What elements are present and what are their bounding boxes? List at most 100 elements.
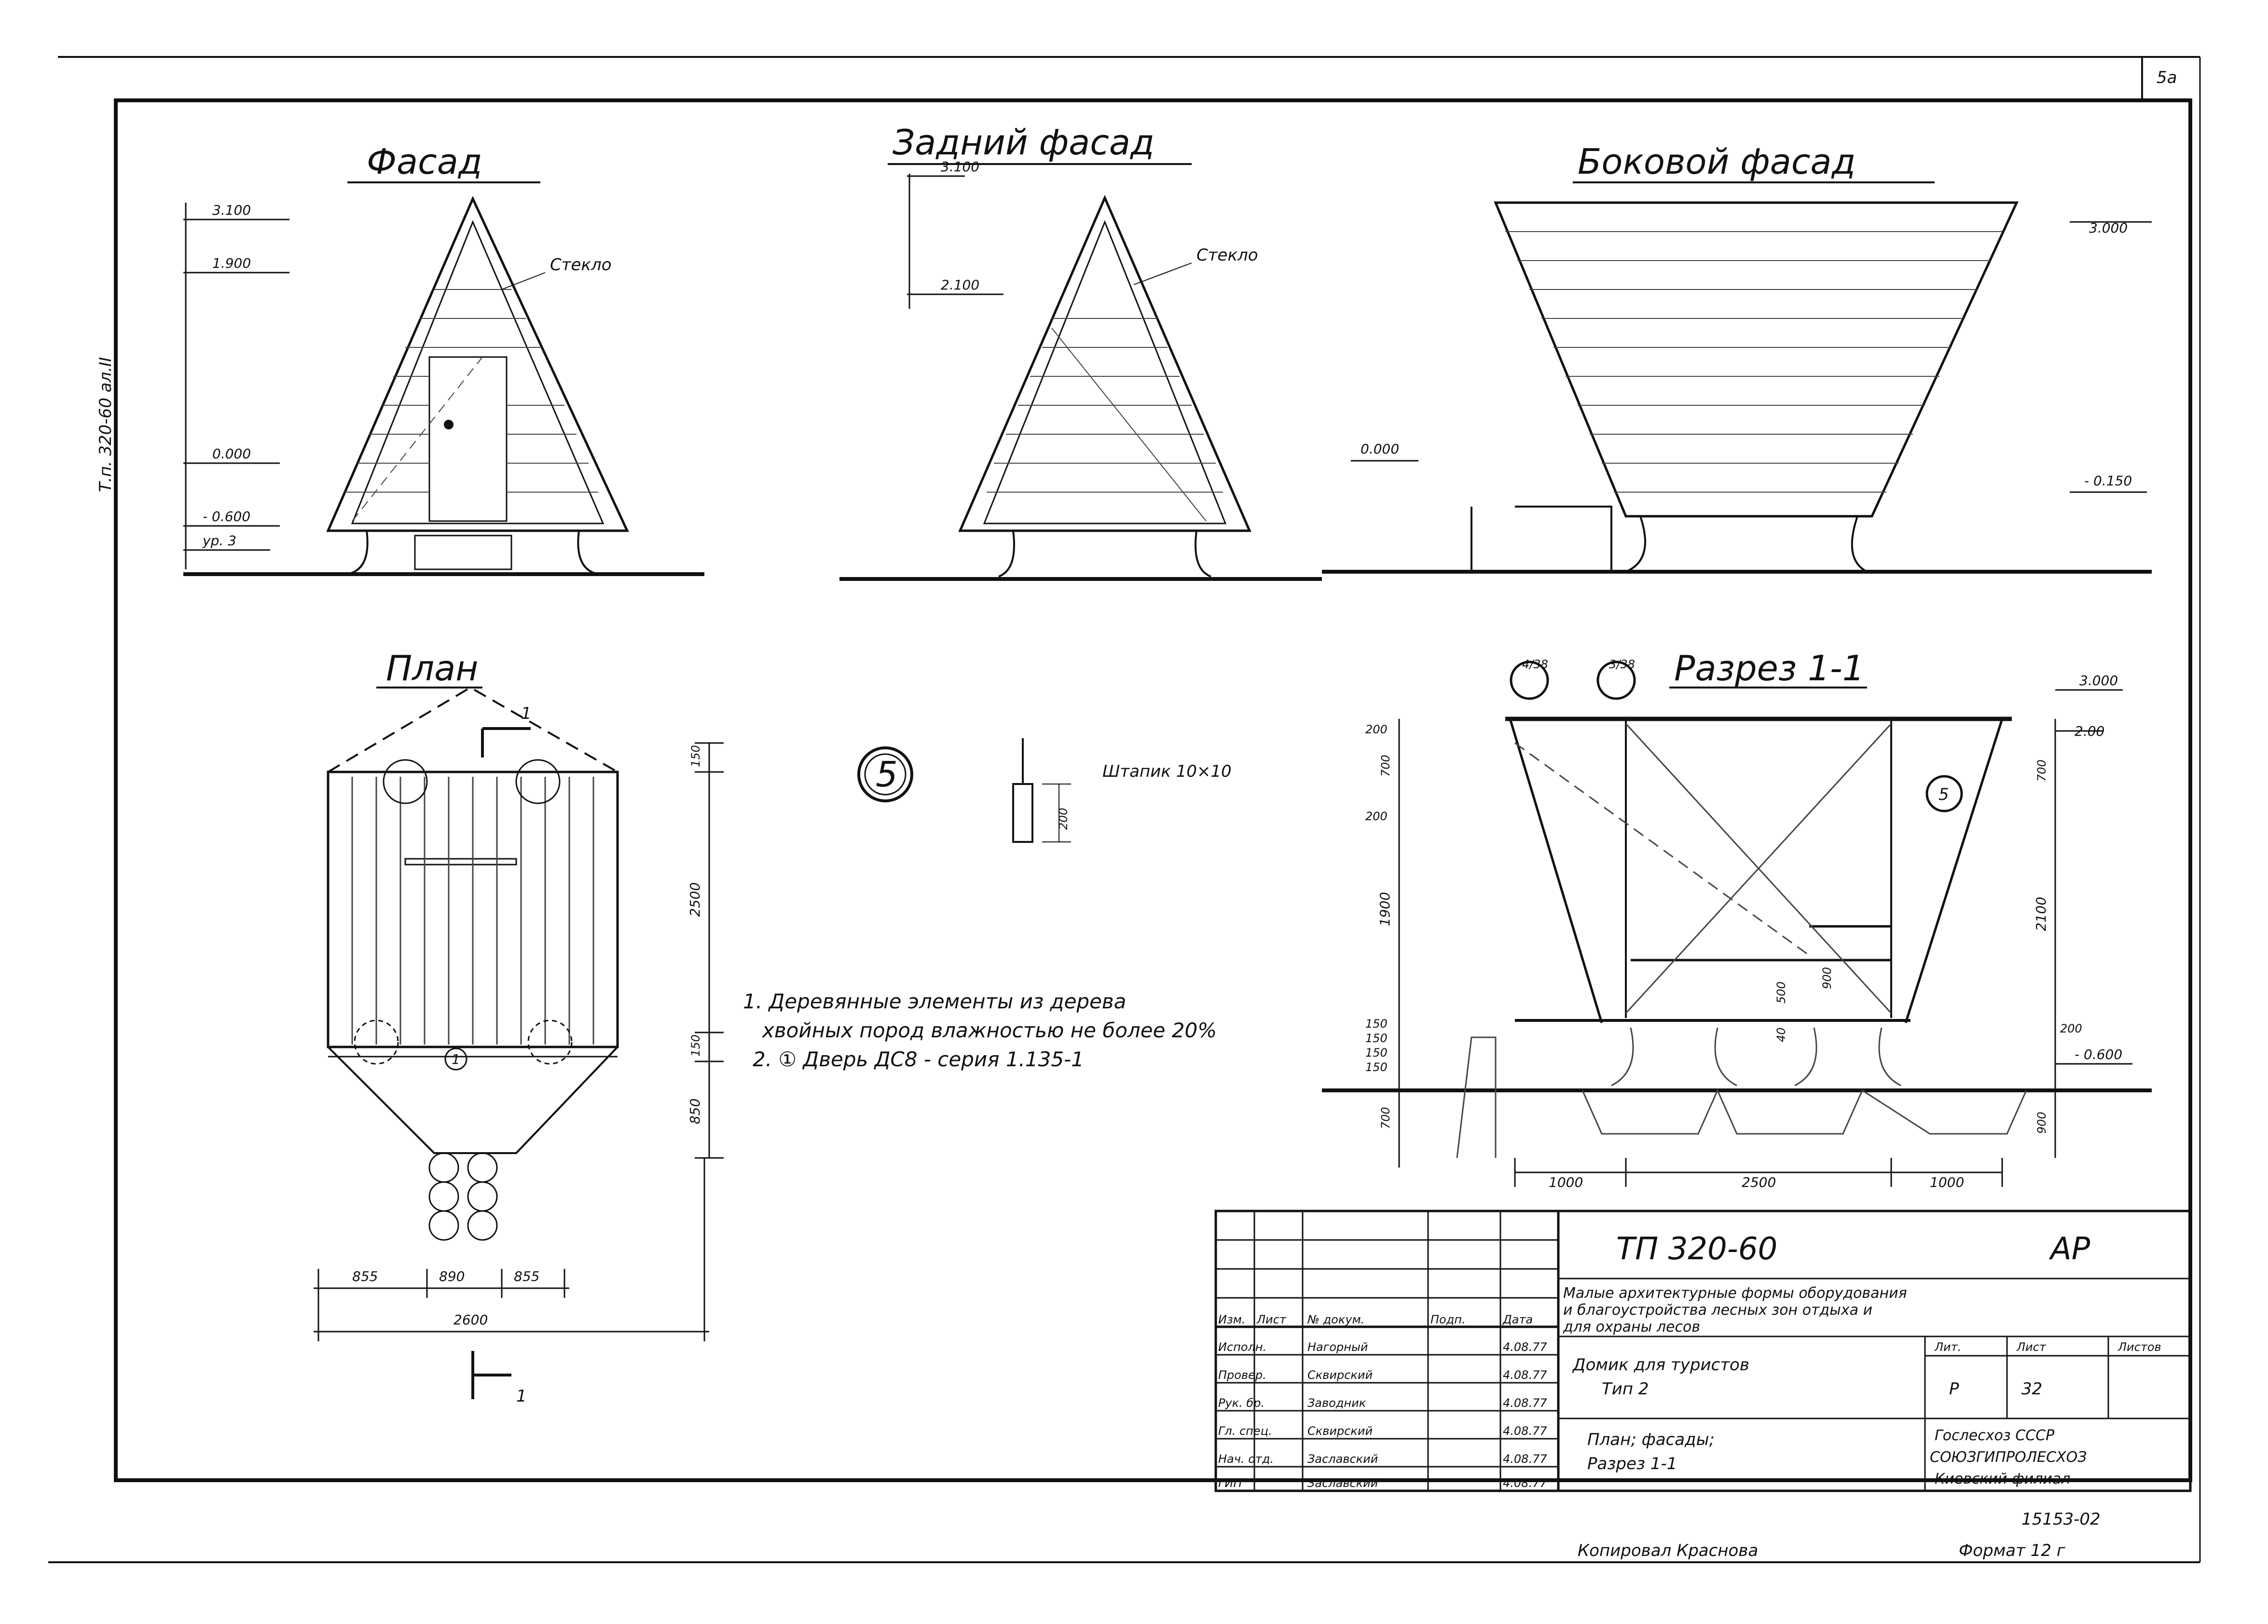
- plan-door-mark: 1: [452, 1051, 460, 1067]
- detail-label: Штапик 10×10: [1102, 762, 1232, 781]
- title-block: Изм. Лист № докум. Подп. Дата Исполн. На…: [1214, 1210, 2192, 1492]
- svg-text:2600: 2600: [454, 1312, 488, 1328]
- svg-text:150: 150: [1365, 1046, 1388, 1060]
- svg-text:Нагорный: Нагорный: [1307, 1340, 1368, 1354]
- svg-text:150: 150: [1365, 1017, 1388, 1031]
- svg-text:Исполн.: Исполн.: [1218, 1340, 1266, 1354]
- plan-cut-mark-top: 1: [521, 704, 532, 723]
- svg-text:4.08.77: 4.08.77: [1503, 1424, 1547, 1438]
- svg-text:700: 700: [2035, 759, 2048, 782]
- svg-text:0.000: 0.000: [212, 446, 251, 462]
- sheet-number: 5a: [2157, 68, 2177, 87]
- svg-text:Домик для туристов: Домик для туристов: [1572, 1355, 1749, 1375]
- svg-text:900: 900: [2035, 1112, 2048, 1134]
- rear-glass-label: Стекло: [1196, 246, 1258, 265]
- svg-text:0.000: 0.000: [1361, 441, 1399, 457]
- plan-view: План 1 1: [314, 648, 724, 1406]
- svg-text:и благоустройства лесных зон о: и благоустройства лесных зон отдыха и: [1563, 1302, 1872, 1319]
- svg-text:4/38: 4/38: [1522, 658, 1548, 671]
- svg-text:Киевский филиал: Киевский филиал: [1935, 1471, 2070, 1487]
- plan-title: План: [386, 648, 478, 688]
- svg-text:200: 200: [1365, 810, 1388, 823]
- svg-text:№ докум.: № докум.: [1306, 1313, 1364, 1326]
- copied-by: Копировал Краснова: [1578, 1541, 1758, 1560]
- svg-text:1000: 1000: [1549, 1174, 1583, 1190]
- svg-text:План; фасады;: План; фасады;: [1587, 1430, 1715, 1449]
- svg-text:4.08.77: 4.08.77: [1503, 1452, 1547, 1466]
- svg-text:2.00: 2.00: [2075, 723, 2104, 739]
- side-facade-title: Боковой фасад: [1578, 141, 1856, 182]
- svg-text:32: 32: [2021, 1379, 2042, 1399]
- format-label: Формат 12 г: [1959, 1541, 2066, 1560]
- svg-text:2500: 2500: [1742, 1174, 1776, 1190]
- svg-text:Провер.: Провер.: [1218, 1368, 1266, 1382]
- svg-text:Заводник: Заводник: [1307, 1396, 1366, 1410]
- drawing-frame: [114, 98, 2192, 1482]
- svg-text:2.100: 2.100: [941, 277, 979, 293]
- svg-text:700: 700: [1379, 1107, 1392, 1129]
- svg-text:Рук. бр.: Рук. бр.: [1218, 1396, 1265, 1410]
- svg-text:Заславский: Заславский: [1307, 1452, 1378, 1466]
- front-facade-title: Фасад: [367, 141, 482, 182]
- svg-text:1000: 1000: [1930, 1174, 1964, 1190]
- svg-text:890: 890: [439, 1268, 465, 1284]
- front-glass-label: Стекло: [550, 255, 612, 275]
- svg-text:3.000: 3.000: [2089, 220, 2128, 236]
- svg-text:Р: Р: [1949, 1379, 1959, 1399]
- svg-text:Сквирский: Сквирский: [1307, 1424, 1373, 1438]
- svg-text:Листов: Листов: [2117, 1340, 2161, 1354]
- svg-text:150: 150: [1365, 1032, 1388, 1045]
- svg-text:Лит.: Лит.: [1934, 1340, 1961, 1354]
- svg-text:3.000: 3.000: [2079, 673, 2118, 688]
- svg-text:1. Деревянные элементы из дере: 1. Деревянные элементы из дерева: [743, 990, 1126, 1013]
- svg-text:3.100: 3.100: [212, 202, 251, 218]
- svg-text:Разрез 1-1: Разрез 1-1: [1587, 1454, 1677, 1473]
- project-code: ТП 320-60: [1616, 1231, 1777, 1267]
- svg-text:- 0.600: - 0.600: [2075, 1046, 2122, 1062]
- side-code: Т.п. 320-60 ал.II: [96, 357, 115, 492]
- detail-mark: 5: [876, 754, 898, 795]
- svg-text:- 0.600: - 0.600: [203, 509, 250, 524]
- svg-text:Тип 2: Тип 2: [1602, 1379, 1649, 1399]
- svg-text:- 0.150: - 0.150: [2084, 473, 2132, 489]
- svg-text:Дата: Дата: [1502, 1313, 1533, 1326]
- svg-text:Гослесхоз СССР: Гослесхоз СССР: [1935, 1427, 2055, 1444]
- svg-text:Малые архитектурные формы обор: Малые архитектурные формы оборудования: [1563, 1285, 1907, 1302]
- svg-text:Гл. спец.: Гл. спец.: [1218, 1424, 1272, 1438]
- svg-text:1900: 1900: [1377, 892, 1393, 926]
- svg-text:хвойных пород влажностью не бо: хвойных пород влажностью не более 20%: [761, 1018, 1217, 1042]
- svg-text:40: 40: [1774, 1027, 1788, 1042]
- svg-text:150: 150: [1365, 1060, 1388, 1074]
- rear-facade-view: Задний фасад 3.100 2.100 Стекло: [839, 122, 1322, 581]
- svg-text:ГИП: ГИП: [1218, 1476, 1242, 1490]
- svg-text:Лист: Лист: [1256, 1313, 1287, 1326]
- section-view: Разрез 1-1 4/38 3/38 5: [1322, 648, 2152, 1190]
- detail-5: 5 Штапик 10×10 200: [857, 738, 1232, 843]
- svg-text:4.08.77: 4.08.77: [1503, 1476, 1547, 1490]
- svg-text:2100: 2100: [2033, 897, 2049, 931]
- notes: 1. Деревянные элементы из дерева хвойных…: [743, 990, 1217, 1071]
- svg-text:Сквирский: Сквирский: [1307, 1368, 1373, 1382]
- svg-text:2. ① Дверь ДС8 - серия 1.135-1: 2. ① Дверь ДС8 - серия 1.135-1: [753, 1047, 1084, 1071]
- svg-text:855: 855: [352, 1268, 378, 1284]
- svg-text:4.08.77: 4.08.77: [1503, 1396, 1547, 1410]
- svg-text:150: 150: [689, 745, 702, 767]
- rear-facade-title: Задний фасад: [893, 122, 1155, 163]
- svg-text:200: 200: [1057, 808, 1070, 830]
- svg-text:1.900: 1.900: [212, 255, 251, 271]
- svg-text:Изм.: Изм.: [1218, 1313, 1245, 1326]
- svg-text:4.08.77: 4.08.77: [1503, 1340, 1547, 1354]
- front-level-marks: [183, 203, 289, 569]
- svg-text:ур. 3: ур. 3: [202, 533, 236, 549]
- svg-text:для охраны лесов: для охраны лесов: [1563, 1319, 1700, 1335]
- svg-text:4.08.77: 4.08.77: [1503, 1368, 1547, 1382]
- svg-text:150: 150: [689, 1034, 702, 1057]
- svg-text:5: 5: [1938, 785, 1949, 804]
- svg-text:3.100: 3.100: [941, 159, 979, 175]
- svg-text:Подп.: Подп.: [1430, 1313, 1466, 1326]
- side-facade-view: Боковой фасад 0.000 3.000 - 0.150: [1322, 141, 2152, 574]
- svg-text:855: 855: [514, 1268, 539, 1284]
- svg-text:Лист: Лист: [2016, 1340, 2047, 1354]
- svg-text:2500: 2500: [687, 882, 703, 917]
